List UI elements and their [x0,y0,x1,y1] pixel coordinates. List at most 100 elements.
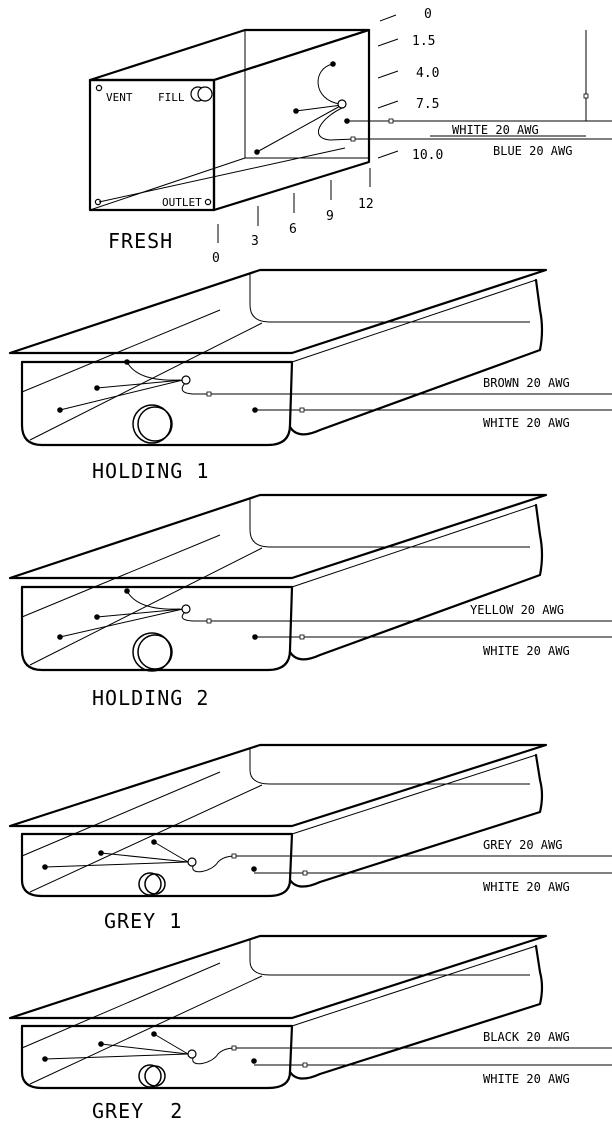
sensor-dot [251,866,257,872]
probe-line [100,852,189,863]
grey-1-tank: GREY 20 AWG WHITE 20 AWG GREY 1 [8,743,612,933]
wire-splice-icon [206,618,212,624]
tank-inner-back-corner [249,499,530,548]
scale-position-label: 9 [326,209,334,224]
wire-label-2: WHITE 20 AWG [483,880,570,894]
scale-level-label: 10.0 [412,148,443,163]
fresh-tank-top-face [88,28,371,82]
sensor-dot [57,407,63,413]
tank-hidden-diagonal [29,784,263,893]
scale-tick [377,70,399,79]
scale-position-label: 12 [358,197,374,212]
tank-inner-back-corner [249,274,530,323]
tank-hidden-diagonal [29,975,263,1085]
wire-label-2: WHITE 20 AWG [483,644,570,658]
scale-position-label: 0 [212,251,220,266]
fresh-tank-right-face [212,28,371,212]
holding-1-tank: BROWN 20 AWG WHITE 20 AWG HOLDING 1 [8,268,612,483]
wire-label-1: BLACK 20 AWG [483,1030,570,1044]
tank-lip-side [291,945,537,1027]
probe-wire [181,611,210,622]
fresh-wire-label-2: BLUE 20 AWG [493,144,572,158]
wire-splice-icon [302,1062,308,1068]
tank-side-face [288,944,544,1080]
fresh-probe-line-3 [295,104,343,112]
tank-hidden-diagonal [29,322,263,441]
fresh-connector-icon [337,99,347,109]
grey-1-name: GREY 1 [104,909,182,933]
tank-top-rim [8,268,548,355]
wire-label-1: GREY 20 AWG [483,838,562,852]
probe-wire [192,1047,236,1065]
tank-front-face [20,832,294,898]
tank-hidden-diagonal-2 [21,534,221,618]
grey-2-name: GREY 2 [92,1099,183,1123]
tank-hidden-diagonal-2 [21,962,221,1049]
scale-tick [377,38,399,47]
wire-splice-icon [350,136,356,142]
sensor-dot [124,588,130,594]
fresh-sensor-dot [330,61,336,67]
drain-outlet-icon [132,632,172,672]
sensor-dot [94,614,100,620]
probe-wire [192,855,236,873]
probe-line [153,1033,189,1055]
scale-position-label: 3 [251,234,259,249]
fresh-sensor-dot [254,149,260,155]
sensor-dot [151,1031,157,1037]
wire-splice-icon [206,391,212,397]
fill-label: FILL [158,91,185,104]
sensor-dot [94,385,100,391]
probe-line [44,861,189,868]
fresh-probe-line-2 [256,104,343,153]
tank-side-face [288,278,544,436]
drain-outlet-icon-rim [144,873,166,895]
probe-line [126,361,181,381]
wire-splice-icon [388,118,394,124]
wire-label-2: WHITE 20 AWG [483,1072,570,1086]
connector-icon [181,604,191,614]
connector-icon [181,375,191,385]
fill-port-icon-rim [197,86,213,102]
tank-hidden-diagonal [29,547,263,666]
scale-tick [379,14,397,22]
sensor-dot [98,850,104,856]
probe-line [96,608,184,618]
tank-top-rim [8,934,548,1020]
sensor-dot [57,634,63,640]
fresh-probe-line-1 [98,147,346,203]
drain-outlet-icon-rim [137,634,173,670]
fresh-wire-label-1: WHITE 20 AWG [452,123,539,137]
tank-front-face [20,360,294,447]
scale-tick [377,150,399,159]
tank-top-rim [8,743,548,828]
scale-level-label: 7.5 [416,97,439,112]
holding-2-name: HOLDING 2 [92,686,209,710]
tank-hidden-diagonal-2 [21,771,221,857]
drain-outlet-icon [132,404,172,444]
tank-side-face [288,753,544,888]
sensor-dot [124,359,130,365]
tank-lip-side [291,279,537,363]
connector-icon [187,857,197,867]
probe-line [100,1043,189,1055]
sensor-dot [151,839,157,845]
wire-label-1: BROWN 20 AWG [483,376,570,390]
probe-line [96,379,184,389]
wire-splice-icon [302,870,308,876]
tank-lip-side [291,504,537,588]
tank-front-face [20,585,294,672]
sensor-dot [98,1041,104,1047]
wire-splice-icon [583,93,589,99]
fresh-probe-wire-2 [318,106,356,141]
probe-line [44,1053,189,1060]
scale-tick [377,100,399,109]
fresh-probe-wire-1 [317,63,341,105]
tank-top-rim [8,493,548,580]
wire-splice-icon [299,634,305,640]
scale-position-label: 6 [289,222,297,237]
fresh-tank-back-diagonal [89,157,246,211]
drain-outlet-icon [138,1064,162,1088]
vent-label: VENT [106,91,133,104]
